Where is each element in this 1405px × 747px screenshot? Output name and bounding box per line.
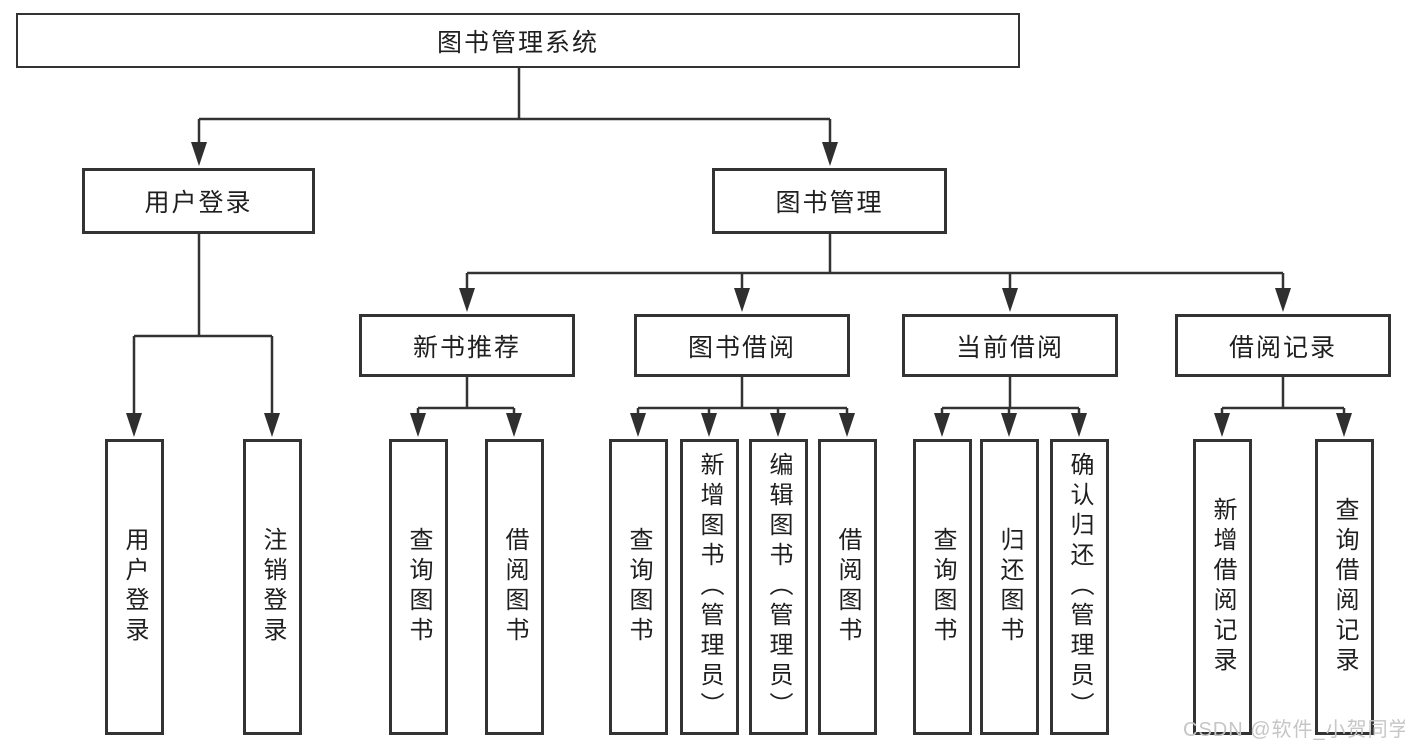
leaf-recommend-query-book-label: 查询图书 — [405, 527, 432, 647]
leaf-borrow-query-book-label: 查询图书 — [625, 527, 652, 647]
arrowhead-icon — [770, 413, 786, 437]
leaf-current-return-book-label: 归还图书 — [996, 527, 1023, 647]
arrowhead-icon — [630, 413, 646, 437]
arrowhead-icon — [1001, 413, 1017, 437]
node-book-borrow-label: 图书借阅 — [687, 333, 796, 362]
arrowhead-icon — [1071, 413, 1087, 437]
arrowhead-icon — [734, 288, 750, 312]
leaf-recommend-borrow-book-label: 借阅图书 — [501, 527, 528, 647]
node-borrow-records-label: 借阅记录 — [1228, 333, 1337, 362]
leaf-logout: 注销登录 — [243, 439, 302, 735]
node-book-borrow: 图书借阅 — [634, 314, 850, 377]
leaf-records-add-record-label: 新增借阅记录 — [1209, 497, 1236, 677]
node-new-book-recommend-label: 新书推荐 — [412, 333, 521, 362]
leaf-recommend-query-book: 查询图书 — [389, 439, 448, 735]
arrowhead-icon — [506, 413, 522, 437]
arrowhead-icon — [459, 288, 475, 312]
leaf-user-login: 用户登录 — [105, 439, 164, 735]
node-borrow-records: 借阅记录 — [1175, 314, 1391, 377]
leaf-recommend-borrow-book: 借阅图书 — [485, 439, 544, 735]
leaf-current-confirm-return-admin-label: 确认归还（管理员） — [1066, 452, 1093, 722]
leaf-borrow-query-book: 查询图书 — [609, 439, 668, 735]
arrowhead-icon — [1214, 413, 1230, 437]
leaf-records-query-record: 查询借阅记录 — [1315, 439, 1374, 735]
arrowhead-icon — [191, 142, 207, 166]
arrowhead-icon — [1336, 413, 1352, 437]
leaf-logout-label: 注销登录 — [259, 527, 286, 647]
node-book-management: 图书管理 — [712, 168, 947, 234]
arrowhead-icon — [701, 413, 717, 437]
arrowhead-icon — [822, 142, 838, 166]
node-user-login: 用户登录 — [82, 168, 315, 234]
leaf-user-login-label: 用户登录 — [121, 527, 148, 647]
leaf-current-query-book: 查询图书 — [913, 439, 972, 735]
leaf-borrow-borrow-book-label: 借阅图书 — [834, 527, 861, 647]
leaf-records-query-record-label: 查询借阅记录 — [1331, 497, 1358, 677]
leaf-borrow-add-book-admin-label: 新增图书（管理员） — [696, 452, 723, 722]
arrowhead-icon — [264, 413, 280, 437]
leaf-current-return-book: 归还图书 — [980, 439, 1039, 735]
arrowhead-icon — [1002, 288, 1018, 312]
node-book-management-label: 图书管理 — [775, 189, 884, 217]
arrowhead-icon — [934, 413, 950, 437]
leaf-borrow-add-book-admin: 新增图书（管理员） — [680, 439, 739, 735]
leaf-borrow-edit-book-admin-label: 编辑图书（管理员） — [765, 452, 792, 722]
node-root: 图书管理系统 — [16, 13, 1020, 68]
node-current-borrow-label: 当前借阅 — [955, 333, 1064, 362]
node-user-login-label: 用户登录 — [144, 189, 253, 217]
arrowhead-icon — [126, 413, 142, 437]
arrowhead-icon — [410, 413, 426, 437]
leaf-borrow-borrow-book: 借阅图书 — [818, 439, 877, 735]
leaf-borrow-edit-book-admin: 编辑图书（管理员） — [749, 439, 808, 735]
arrowhead-icon — [1275, 288, 1291, 312]
node-current-borrow: 当前借阅 — [902, 314, 1118, 377]
watermark: CSDN @软件_小贺同学 — [1183, 719, 1405, 741]
node-new-book-recommend: 新书推荐 — [359, 314, 575, 377]
node-root-label: 图书管理系统 — [436, 28, 599, 57]
leaf-records-add-record: 新增借阅记录 — [1193, 439, 1252, 735]
leaf-current-query-book-label: 查询图书 — [929, 527, 956, 647]
leaf-current-confirm-return-admin: 确认归还（管理员） — [1050, 439, 1109, 735]
arrowhead-icon — [839, 413, 855, 437]
